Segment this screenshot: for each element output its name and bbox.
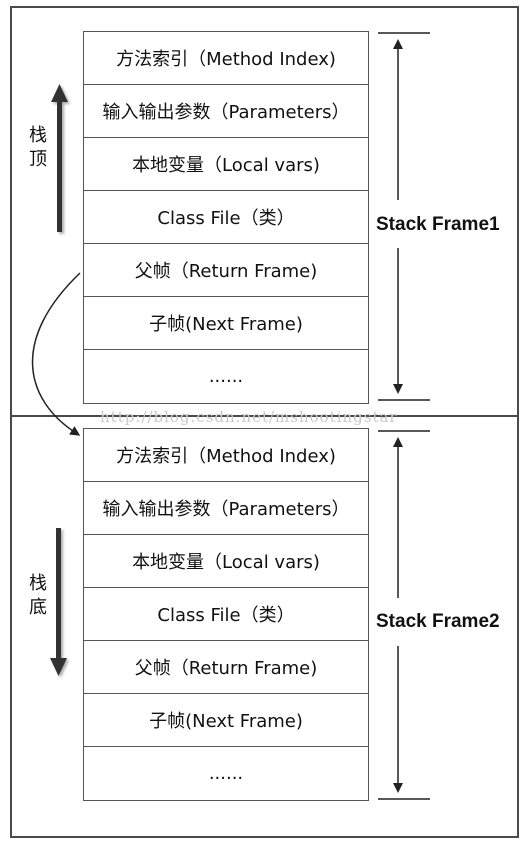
- next-frame-cell: 子帧(Next Frame): [84, 694, 368, 747]
- stack-frame-2-span-bracket: [378, 430, 430, 800]
- stack-top-arrow: [51, 84, 68, 232]
- stack-bottom-arrow: [50, 528, 67, 676]
- stack-bottom-label-char-1: 栈: [29, 573, 47, 594]
- local-vars-cell: 本地变量（Local vars): [84, 138, 368, 191]
- ellipsis-cell: ......: [208, 763, 244, 784]
- return-frame-cell: 父帧（Return Frame): [84, 641, 368, 694]
- watermark-text: http://blog.csdn.net/mshootingstar: [100, 408, 398, 426]
- stack-top-label: 栈 顶: [26, 124, 50, 172]
- stack-frame-2-label: Stack Frame2: [376, 609, 500, 635]
- return-frame-cell: 父帧（Return Frame): [84, 244, 368, 297]
- method-index-cell: 方法索引（Method Index): [84, 429, 368, 482]
- stack-top-label-char-2: 顶: [29, 149, 47, 170]
- ellipsis-cell: ......: [208, 366, 244, 387]
- return-frame-link-arrow: [31, 272, 81, 436]
- stack-frame-1-cells: 方法索引（Method Index) 输入输出参数（Parameters） 本地…: [83, 31, 369, 404]
- stack-frame-1-label: Stack Frame1: [376, 212, 500, 238]
- next-frame-cell: 子帧(Next Frame): [84, 297, 368, 350]
- class-file-cell: Class File（类）: [84, 588, 368, 641]
- stack-bottom-label-char-2: 底: [29, 597, 47, 618]
- stack-frame-1-span-bracket: [378, 32, 430, 401]
- stack-bottom-label: 栈 底: [26, 572, 50, 620]
- parameters-cell: 输入输出参数（Parameters）: [84, 482, 368, 535]
- parameters-cell: 输入输出参数（Parameters）: [84, 85, 368, 138]
- stack-frame-2-cells: 方法索引（Method Index) 输入输出参数（Parameters） 本地…: [83, 428, 369, 801]
- stack-top-label-char-1: 栈: [29, 125, 47, 146]
- class-file-cell: Class File（类）: [84, 191, 368, 244]
- local-vars-cell: 本地变量（Local vars): [84, 535, 368, 588]
- method-index-cell: 方法索引（Method Index): [84, 32, 368, 85]
